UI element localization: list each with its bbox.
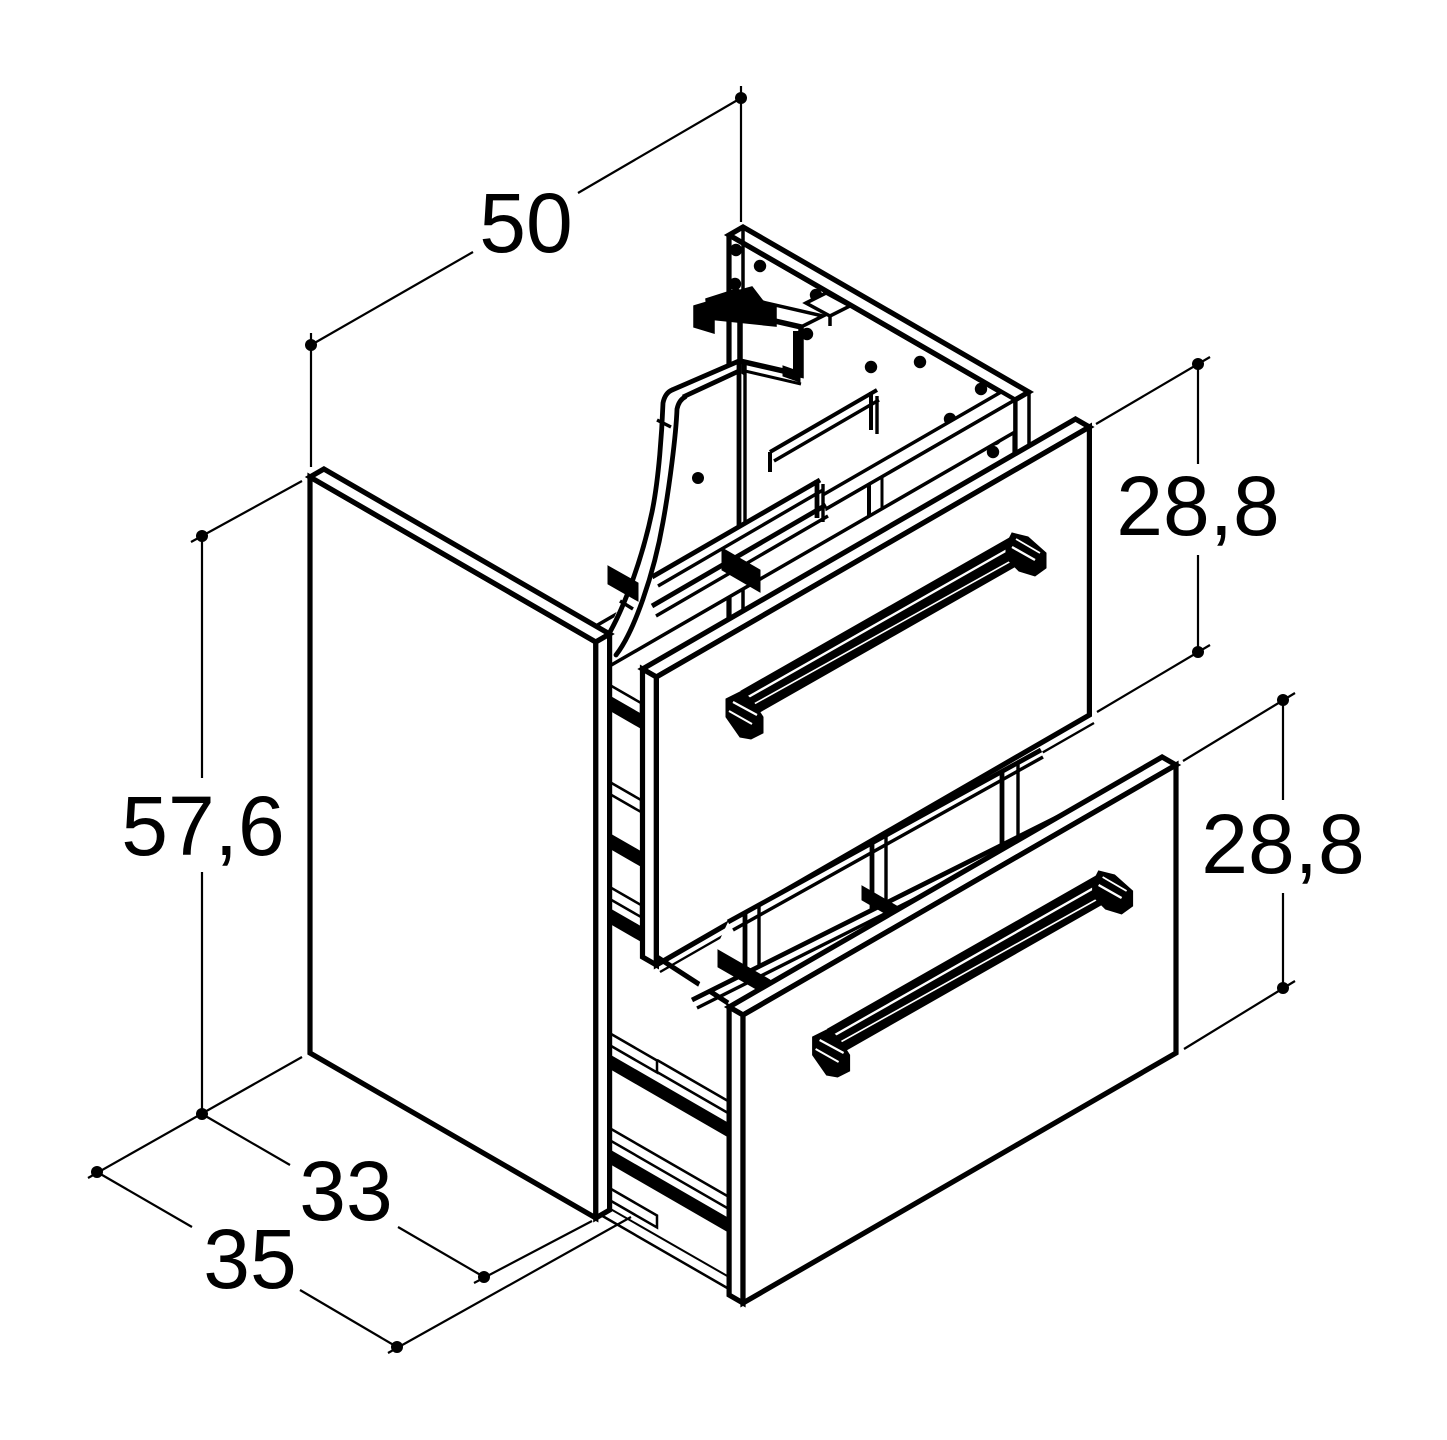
svg-text:33: 33 (299, 1144, 392, 1238)
svg-text:28,8: 28,8 (1116, 459, 1280, 553)
svg-text:57,6: 57,6 (121, 779, 285, 873)
svg-text:28,8: 28,8 (1201, 797, 1365, 891)
svg-text:35: 35 (203, 1212, 296, 1306)
svg-text:50: 50 (479, 176, 572, 270)
